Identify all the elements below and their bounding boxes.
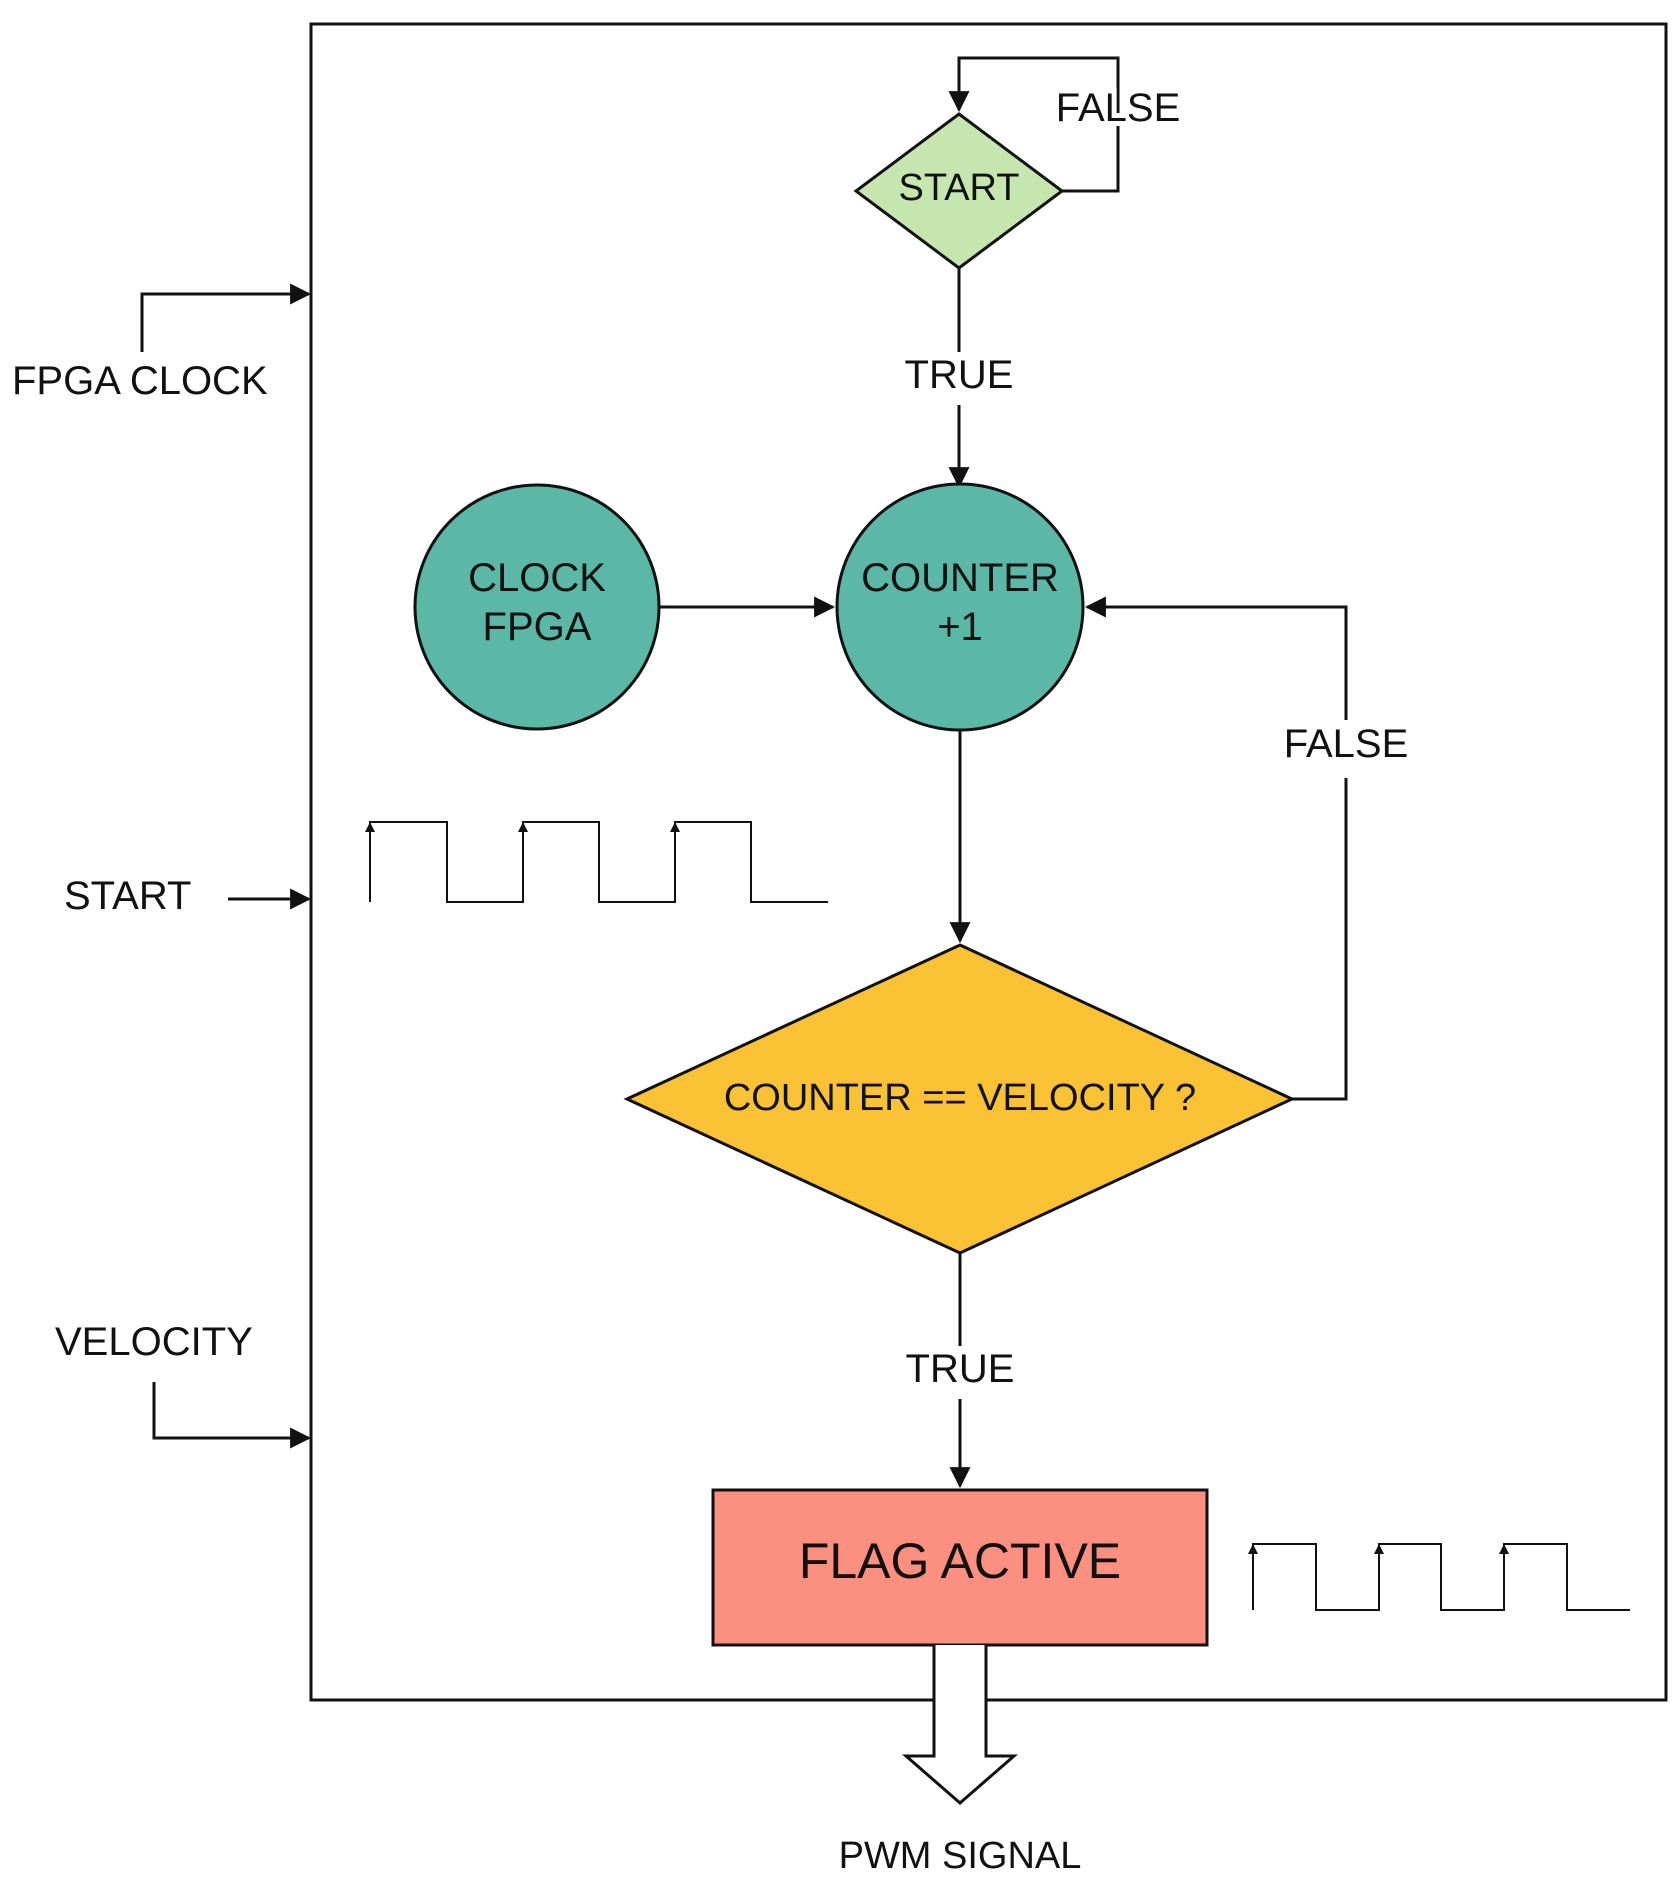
compare-false-arrow [1084,596,1348,720]
velocity-input-label: VELOCITY [55,1320,253,1364]
fpga-clock-label: FPGA CLOCK [12,359,268,403]
clock-fpga-label-line1: CLOCK [468,556,606,600]
compare-decision-label: COUNTER == VELOCITY ? [724,1077,1196,1119]
pwm-output-arrow [901,1645,1019,1805]
start-false-loop [948,56,1120,193]
velocity-input-arrow [152,1382,312,1449]
compare-false-line-lower [1292,778,1348,1101]
compare-false-label: FALSE [1284,722,1409,766]
start-square-wave [365,821,828,903]
pwm-square-wave [1248,1543,1630,1611]
start-true-label: TRUE [905,353,1014,397]
counter-label-line1: COUNTER [861,556,1059,600]
start-decision-label: START [898,167,1019,209]
start-input-label: START [64,874,191,918]
flag-active-label: FLAG ACTIVE [799,1533,1121,1589]
clock-fpga-label-line2: FPGA [483,605,592,649]
counter-label-line2: +1 [937,605,983,649]
fpga-clock-input-arrow [140,283,312,352]
start-false-label: FALSE [1056,86,1181,130]
compare-true-label: TRUE [906,1347,1015,1391]
pwm-signal-label: PWM SIGNAL [839,1835,1082,1877]
module-box [309,22,1668,1702]
